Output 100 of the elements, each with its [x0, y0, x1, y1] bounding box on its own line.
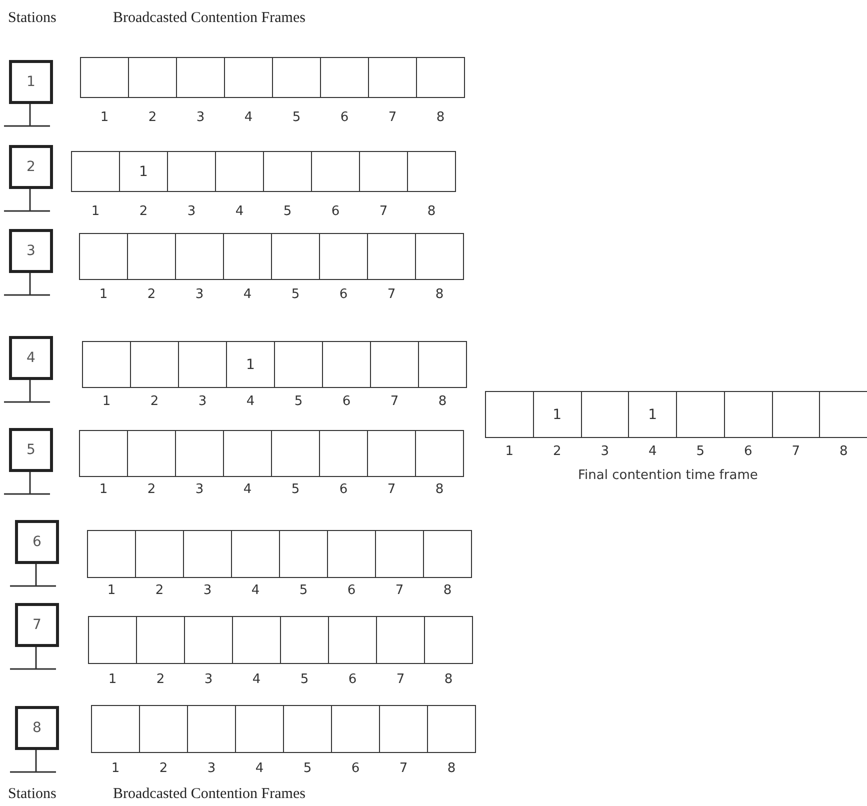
slot-number: 8 [443, 672, 454, 687]
slot-number: 2 [138, 204, 149, 219]
frame-slot [167, 151, 216, 192]
slot-number: 1 [90, 204, 101, 219]
slot-number: 1 [504, 444, 515, 459]
slot-number: 6 [347, 672, 358, 687]
frame-slot [127, 430, 176, 477]
slot-number: 2 [155, 672, 166, 687]
frame-slot [232, 616, 281, 664]
frame-slot [427, 705, 476, 753]
slot-number: 2 [552, 444, 562, 459]
frame-slot [127, 233, 176, 280]
slot-number: 7 [398, 761, 409, 776]
frame-slot [283, 705, 332, 753]
frame-slot [88, 616, 137, 664]
slot-number: 6 [330, 204, 341, 219]
frame-slot [263, 151, 312, 192]
frame-slot [274, 341, 323, 388]
heading: Broadcasted Contention Frames [113, 786, 306, 803]
frame-slot [485, 391, 534, 438]
frame-slot [175, 430, 224, 477]
frame-slot [91, 705, 140, 753]
station-box: 2 [9, 145, 53, 189]
frame-slot [175, 233, 224, 280]
frame-slot [424, 616, 473, 664]
slot-number: 7 [395, 672, 406, 687]
frame-slot [580, 391, 630, 438]
slot-number: 4 [251, 672, 262, 687]
slot-number: 1 [107, 672, 118, 687]
frame-slot [375, 530, 424, 578]
frame-slot [224, 57, 273, 98]
frame-slot [215, 151, 264, 192]
slot-number: 1 [101, 394, 112, 409]
frame-slot [176, 57, 225, 98]
slot-number: 1 [110, 761, 121, 776]
slot-number: 2 [146, 482, 157, 497]
slot-number: 7 [386, 287, 397, 302]
slot-number: 7 [378, 204, 389, 219]
slot-number: 4 [254, 761, 265, 776]
heading: Stations [8, 10, 56, 27]
slot-number: 1 [99, 110, 110, 125]
slot-number: 6 [350, 761, 361, 776]
slot-number: 3 [203, 672, 214, 687]
frame-slot [772, 391, 820, 438]
station-box: 5 [9, 428, 53, 472]
slot-number: 6 [346, 583, 357, 598]
slot-number: 2 [146, 287, 157, 302]
slot-number: 3 [194, 482, 205, 497]
slot-number: 5 [293, 394, 304, 409]
slot-number: 5 [302, 761, 313, 776]
frame-slot [223, 430, 272, 477]
frame-slot [87, 530, 136, 578]
slot-number: 7 [386, 482, 397, 497]
slot-number: 8 [434, 287, 445, 302]
frame-slot [319, 233, 368, 280]
frame-slot [235, 705, 284, 753]
slot-number: 8 [434, 482, 445, 497]
frame-slot [79, 430, 128, 477]
frame-slot [272, 57, 321, 98]
frame-slot [136, 616, 185, 664]
station-box: 8 [15, 706, 59, 750]
frame-slot [280, 616, 329, 664]
frame-slot [130, 341, 179, 388]
station-box: 1 [9, 60, 53, 104]
slot-number: 7 [394, 583, 405, 598]
frame-slot [231, 530, 280, 578]
heading: Broadcasted Contention Frames [113, 10, 306, 27]
slot-number: 2 [147, 110, 158, 125]
frame-slot: 1 [119, 151, 168, 192]
slot-number: 4 [242, 287, 253, 302]
frame-slot [379, 705, 428, 753]
frame-slot [139, 705, 188, 753]
slot-number: 4 [234, 204, 245, 219]
frame-slot [322, 341, 371, 388]
frame-slot [187, 705, 236, 753]
slot-number: 6 [338, 482, 349, 497]
frame-slot [819, 391, 867, 438]
slot-number: 1 [98, 482, 109, 497]
frame-slot [331, 705, 380, 753]
slot-number: 3 [186, 204, 197, 219]
slot-number: 8 [435, 110, 446, 125]
frame-slot [311, 151, 360, 192]
slot-number: 7 [389, 394, 400, 409]
slot-number: 5 [291, 110, 302, 125]
station-box: 4 [9, 336, 53, 380]
frame-slot [183, 530, 232, 578]
slot-number: 4 [250, 583, 261, 598]
station-box: 7 [15, 603, 59, 647]
frame-slot [135, 530, 184, 578]
heading: Stations [8, 786, 56, 803]
frame-slot [320, 57, 369, 98]
slot-number: 6 [341, 394, 352, 409]
frame-slot [367, 233, 416, 280]
slot-number: 3 [197, 394, 208, 409]
frame-slot [724, 391, 772, 438]
frame-slot [184, 616, 233, 664]
slot-number: 3 [600, 444, 610, 459]
frame-caption: Final contention time frame [578, 468, 758, 483]
frame-slot [128, 57, 177, 98]
slot-number: 4 [243, 110, 254, 125]
